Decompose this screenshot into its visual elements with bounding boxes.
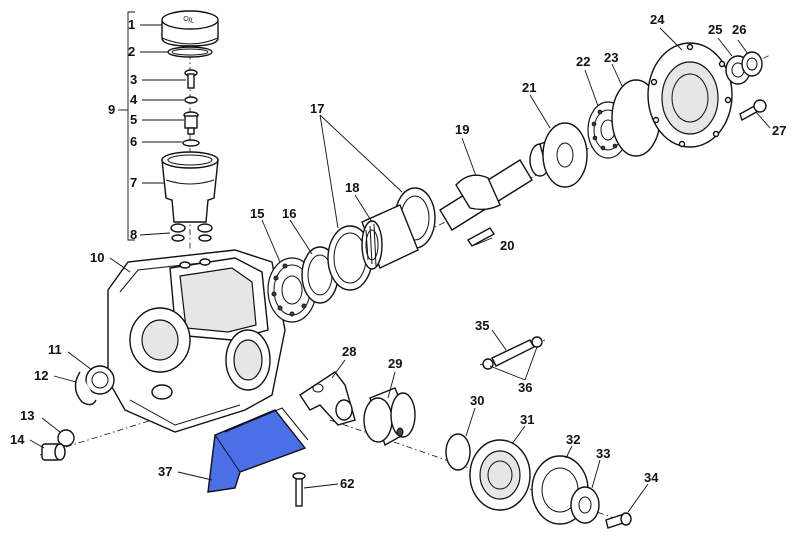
part-label-26: 26	[732, 22, 746, 37]
part-30-snap-ring	[445, 433, 471, 471]
part-label-24: 24	[650, 12, 665, 27]
part-label-35: 35	[475, 318, 489, 333]
part-label-36: 36	[518, 380, 532, 395]
part-label-37: 37	[158, 464, 172, 479]
part-31-cylinder	[469, 439, 531, 511]
part-21-disc	[542, 122, 588, 188]
part-33-disc	[570, 486, 600, 524]
part-label-22: 22	[576, 54, 590, 69]
part-label-14: 14	[10, 432, 25, 447]
part-label-31: 31	[520, 412, 534, 427]
part-1-oil-cap: OIL	[161, 10, 219, 47]
part-7-oil-cup	[161, 151, 219, 223]
part-label-19: 19	[455, 122, 469, 137]
part-20-pin	[466, 227, 496, 247]
part-11-seal	[85, 365, 115, 395]
part-label-11: 11	[48, 342, 62, 357]
part-29-piston	[363, 387, 416, 447]
part-label-33: 33	[596, 446, 610, 461]
part-label-5: 5	[130, 112, 137, 127]
part-label-30: 30	[470, 393, 484, 408]
part-4-washer	[184, 96, 198, 104]
part-12-circlip	[74, 371, 97, 406]
part-28-connecting-rod	[299, 371, 356, 426]
part-35-pin	[491, 339, 535, 367]
part-label-27: 27	[772, 123, 786, 138]
part-37-mounting-bracket	[207, 407, 309, 493]
part-label-3: 3	[130, 72, 137, 87]
part-3-screw	[184, 69, 198, 89]
part-10-housing	[107, 249, 286, 433]
part-label-1: 1	[128, 17, 135, 32]
cap-text: OIL	[182, 15, 195, 25]
part-label-2: 2	[128, 44, 135, 59]
part-label-17: 17	[310, 101, 324, 116]
part-label-25: 25	[708, 22, 722, 37]
part-label-20: 20	[500, 238, 514, 253]
part-label-4: 4	[130, 92, 138, 107]
part-18-roller-bearing	[361, 204, 419, 270]
part-26-cap	[741, 51, 763, 77]
part-34-screw	[605, 512, 632, 529]
part-24-flange	[647, 42, 733, 148]
part-label-18: 18	[345, 180, 359, 195]
bracket-9	[127, 11, 135, 241]
part-label-6: 6	[130, 134, 137, 149]
part-14-plug	[41, 443, 66, 461]
part-27-bolt	[739, 99, 767, 122]
part-label-13: 13	[20, 408, 34, 423]
part-13-washer	[57, 429, 75, 447]
part-5-valve	[183, 111, 199, 135]
part-label-10: 10	[90, 250, 104, 265]
part-label-7: 7	[130, 175, 137, 190]
part-label-28: 28	[342, 344, 356, 359]
part-label-62: 62	[340, 476, 354, 491]
part-label-21: 21	[522, 80, 536, 95]
part-label-23: 23	[604, 50, 618, 65]
part-labels: 1 2 3 4 5 6 7 8 9 10 11 12 13 14 15 16 1…	[10, 12, 786, 491]
part-label-9: 9	[108, 102, 115, 117]
part-label-12: 12	[34, 368, 48, 383]
part-62-bolt	[292, 472, 306, 507]
part-label-8: 8	[130, 227, 137, 242]
part-label-16: 16	[282, 206, 296, 221]
part-8-o-rings	[170, 223, 213, 242]
part-6-o-ring	[182, 139, 200, 147]
part-label-29: 29	[388, 356, 402, 371]
part-label-34: 34	[644, 470, 659, 485]
leader-lines	[29, 24, 771, 513]
part-label-15: 15	[250, 206, 264, 221]
part-label-32: 32	[566, 432, 580, 447]
